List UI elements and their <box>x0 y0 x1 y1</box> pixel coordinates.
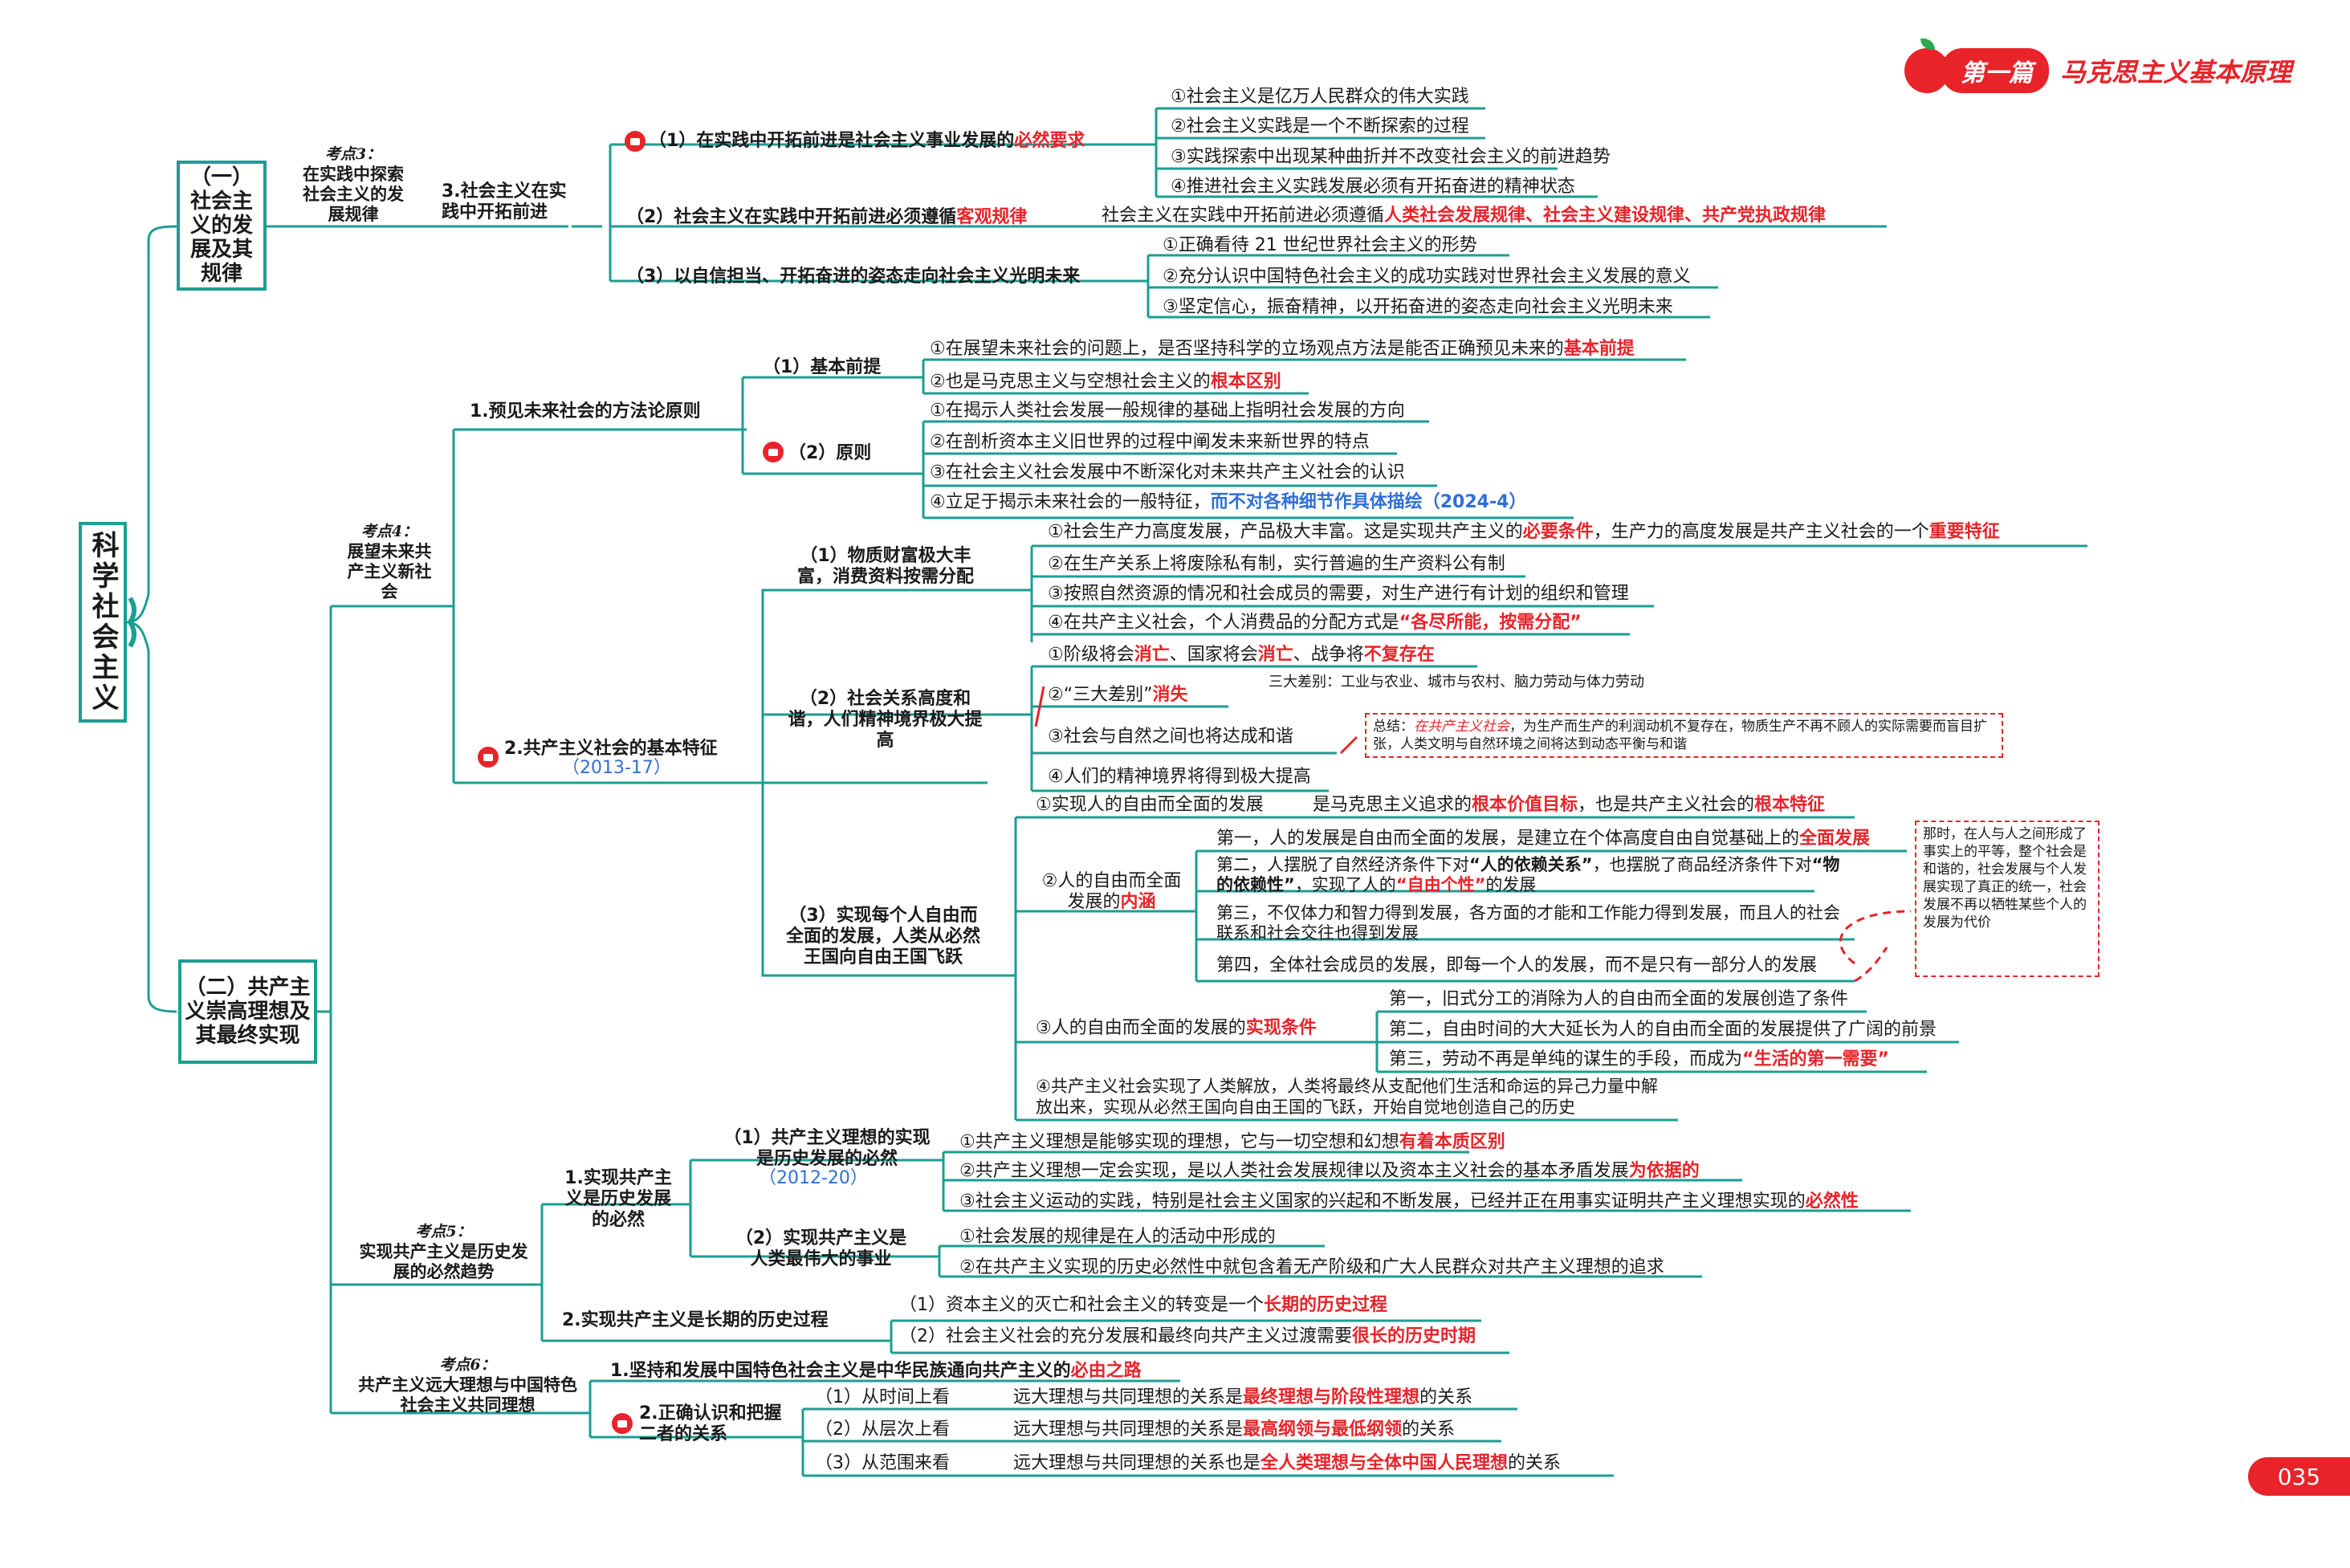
kd6-label: 考点6： 共产主义远大理想与中国特色社会主义共同理想 <box>353 1355 582 1415</box>
key-point-icon <box>763 442 784 462</box>
kd4-f2-i2: ②“三大差别”消失 <box>1048 685 1188 705</box>
kd4-f3-d1: 第一，人的发展是自由而全面的发展，是建立在个体高度自由自觉基础上的全面发展 <box>1216 829 1871 849</box>
key-point-icon <box>478 747 499 768</box>
kd4-title: 展望未来共产主义新社会 <box>347 542 432 601</box>
kd4-f1-i4: ④在共产主义社会，个人消费品的分配方式是“各尽所能，按需分配” <box>1048 613 1582 633</box>
kd4-label: 考点4： 展望未来共产主义新社会 <box>345 522 434 602</box>
kd4-f3-i1: ①实现人的自由而全面的发展 <box>1036 795 1264 815</box>
chapter-title: 马克思主义基本原理 <box>2060 57 2292 88</box>
kd4-f3-c3: 第三，劳动不再是单纯的谋生的手段，而成为“生活的第一需要” <box>1389 1049 1889 1069</box>
s1-b3: （3）以自信担当、开拓奋进的姿态走向社会主义光明未来 <box>626 267 1081 287</box>
kd4-p2-i4: ④立足于揭示未来社会的一般特征，而不对各种细节作具体描绘（2024-4） <box>930 492 1527 512</box>
s1-b1: （1）在实践中开拓前进是社会主义事业发展的必然要求 <box>649 131 1085 151</box>
kd4-f3-i3: ③人的自由而全面的发展的实现条件 <box>1036 1018 1317 1038</box>
key-point-icon <box>612 1413 633 1434</box>
kd4-f3-i2: ②人的自由而全面发展的内涵 <box>1041 871 1182 912</box>
kd6-r2: （2）从层次上看 <box>815 1419 950 1440</box>
s1-b3-item-2: ②充分认识中国特色社会主义的成功实践对世界社会主义发展的意义 <box>1163 267 1691 287</box>
kd5-a1-label: （1）共产主义理想的实现是历史发展的必然 <box>723 1128 931 1169</box>
s1-b3-item-3: ③坚定信心，振奋精神，以开拓奋进的姿态走向社会主义光明未来 <box>1163 297 1673 317</box>
kd4-f3-c1: 第一，旧式分工的消除为人的自由而全面的发展创造了条件 <box>1389 989 1849 1009</box>
kd4-p1-i2: ②也是马克思主义与空想社会主义的根本区别 <box>930 372 1281 392</box>
apple-icon <box>1904 39 1949 93</box>
kd4-tag: 考点4： <box>360 523 418 540</box>
kd4-p1-i1: ①在展望未来社会的问题上，是否坚持科学的立场观点方法是能否正确预见未来的基本前提 <box>930 339 1635 359</box>
kd5-b1: （1）资本主义的灭亡和社会主义的转变是一个长期的历史过程 <box>899 1295 1388 1315</box>
kd4-p2-i3: ③在社会主义社会发展中不断深化对未来共产主义社会的认识 <box>930 462 1405 483</box>
s1-b1-item-1: ①社会主义是亿万人民群众的伟大实践 <box>1171 87 1469 107</box>
kd5-a2-i2: ②在共产主义实现的历史必然性中就包含着无产阶级和广大人民群众对共产主义理想的追求 <box>959 1257 1664 1277</box>
kd4-p2-label: （2）原则 <box>788 443 872 463</box>
s1-b1-item-4: ④推进社会主义实践发展必须有开拓奋进的精神状态 <box>1171 177 1575 197</box>
kd5-a1-i1: ①共产主义理想是能够实现的理想，它与一切空想和幻想有着本质区别 <box>959 1132 1505 1152</box>
section-2-box: （二）共产主义崇高理想及其最终实现 <box>178 959 317 1064</box>
kd6-r2-leaf: 远大理想与共同理想的关系是最高纲领与最低纲领的关系 <box>1013 1419 1456 1440</box>
kd5-n2: 2.实现共产主义是长期的历史过程 <box>562 1310 829 1330</box>
kd4-f1-label: （1）物质财富极大丰富，消费资料按需分配 <box>796 546 974 587</box>
s1-b3-item-1: ①正确看待 21 世纪世界社会主义的形势 <box>1163 235 1477 255</box>
s1-b1-item-2: ②社会主义实践是一个不断探索的过程 <box>1171 116 1469 136</box>
key-point-icon <box>625 131 646 152</box>
kd6-n2: 2.正确认识和把握二者的关系 <box>639 1403 782 1444</box>
kd6-r1: （1）从时间上看 <box>815 1387 950 1407</box>
kd4-f2-i1: ①阶级将会消亡、国家将会消亡、战争将不复存在 <box>1048 645 1435 665</box>
summary-note: 总结：在共产主义社会，为生产而生产的利润动机不复存在，物质生产不再不顾人的实际需… <box>1365 713 2003 758</box>
kd4-f1-i3: ③按照自然资源的情况和社会成员的需要，对生产进行有计划的组织和管理 <box>1048 584 1629 604</box>
s1-node3: 3.社会主义在实践中开拓前进 <box>442 181 567 222</box>
kd5-tag: 考点5： <box>415 1223 472 1240</box>
kd4-n2-year: （2013-17） <box>562 758 671 778</box>
kd4-n1: 1.预见未来社会的方法论原则 <box>470 401 701 422</box>
kd3-label: 考点3： 在实践中探索社会主义的发展规律 <box>301 145 405 225</box>
kd5-a1-i2: ②共产主义理想一定会实现，是以人类社会发展规律以及资本主义社会的基本矛盾发展为依… <box>959 1161 1700 1181</box>
kd4-f3-d4: 第四，全体社会成员的发展，即每一个人的发展，而不是只有一部分人的发展 <box>1216 955 1818 975</box>
kd6-r1-leaf: 远大理想与共同理想的关系是最终理想与阶段性理想的关系 <box>1013 1387 1473 1407</box>
kd4-f2-i4: ④人们的精神境界将得到极大提高 <box>1048 767 1311 787</box>
kd4-n2: 2.共产主义社会的基本特征 <box>504 739 718 759</box>
kd4-p2-i2: ②在剖析资本主义旧世界的过程中阐发未来新世界的特点 <box>930 432 1370 452</box>
page-number: 035 <box>2248 1457 2350 1496</box>
kd4-f3-i1-leaf: 是马克思主义追求的根本价值目标，也是共产主义社会的根本特征 <box>1313 795 1826 815</box>
kd4-f1-i2: ②在生产关系上将废除私有制，实行普遍的生产资料公有制 <box>1048 554 1505 574</box>
kd5-n1: 1.实现共产主义是历史发展的必然 <box>564 1168 672 1230</box>
s1-b1-item-3: ③实践探索中出现某种曲折并不改变社会主义的前进趋势 <box>1171 147 1611 167</box>
kd6-r3: （3）从范围来看 <box>815 1453 950 1473</box>
kd4-f3-c2: 第二，自由时间的大大延长为人的自由而全面的发展提供了广阔的前景 <box>1389 1020 1937 1040</box>
section-1-box: （一）社会主义的发展及其规律 <box>177 161 267 291</box>
kd5-a1-i3: ③社会主义运动的实践，特别是社会主义国家的兴起和不断发展，已经并正在用事实证明共… <box>959 1191 1859 1212</box>
kd4-f2-i3: ③社会与自然之间也将达成和谐 <box>1048 727 1293 747</box>
kd5-title: 实现共产主义是历史发展的必然趋势 <box>359 1242 528 1281</box>
kd4-f3-label: （3）实现每个人自由而全面的发展，人类从必然王国向自由王国飞跃 <box>785 906 980 967</box>
kd4-p1-label: （1）基本前提 <box>763 357 882 377</box>
s1-b2: （2）社会主义在实践中开拓前进必须遵循客观规律 <box>626 207 1028 227</box>
kd4-f3-i4: ④共产主义社会实现了人类解放，人类将最终从支配他们生活和命运的异己力量中解放出来… <box>1036 1077 1658 1117</box>
root-node: 科学社会主义 <box>79 522 127 723</box>
kd5-b2: （2）社会主义社会的充分发展和最终向共产主义过渡需要很长的历史时期 <box>899 1326 1476 1346</box>
chapter-header: 第一篇 马克思主义基本原理 <box>1904 39 2292 93</box>
kd4-f1-i1: ①社会生产力高度发展，产品极大丰富。这是实现共产主义的必要条件，生产力的高度发展… <box>1048 522 2000 542</box>
kd5-a2-label: （2）实现共产主义是人类最伟大的事业 <box>735 1228 907 1269</box>
kd6-tag: 考点6： <box>439 1356 496 1374</box>
kd6-title: 共产主义远大理想与中国特色社会主义共同理想 <box>358 1375 577 1415</box>
kd5-a2-i1: ①社会发展的规律是在人的活动中形成的 <box>959 1227 1276 1247</box>
kd4-p2-i1: ①在揭示人类社会发展一般规律的基础上指明社会发展的方向 <box>930 401 1405 421</box>
kd5-label: 考点5： 实现共产主义是历史发展的必然趋势 <box>353 1222 534 1282</box>
kd5-a1-year: （2012-20） <box>759 1168 868 1188</box>
kd4-f3-d3: 第三，不仅体力和智力得到发展，各方面的才能和工作能力得到发展，而且人的社会联系和… <box>1216 903 1840 943</box>
equality-note: 那时，在人与人之间形成了事实上的平等，整个社会是和谐的，社会发展与个人发展实现了… <box>1915 821 2100 977</box>
kd3-tag: 考点3： <box>324 145 382 163</box>
kd4-f2-label: （2）社会关系高度和谐，人们精神境界极大提高 <box>788 689 983 751</box>
chapter-pill: 第一篇 <box>1941 48 2049 93</box>
kd3-title: 在实践中探索社会主义的发展规律 <box>303 165 404 224</box>
three-differences-note: 三大差别：工业与农业、城市与农村、脑力劳动与体力劳动 <box>1269 674 1644 690</box>
s1-b2-leaf: 社会主义在实践中开拓前进必须遵循人类社会发展规律、社会主义建设规律、共产党执政规… <box>1102 206 1827 226</box>
kd6-n1: 1.坚持和发展中国特色社会主义是中华民族通向共产主义的必由之路 <box>610 1361 1142 1381</box>
kd4-f3-d2: 第二，人摆脱了自然经济条件下对“人的依赖关系”，也摆脱了商品经济条件下对“物的依… <box>1216 855 1840 894</box>
kd6-r3-leaf: 远大理想与共同理想的关系也是全人类理想与全体中国人民理想的关系 <box>1013 1453 1562 1473</box>
